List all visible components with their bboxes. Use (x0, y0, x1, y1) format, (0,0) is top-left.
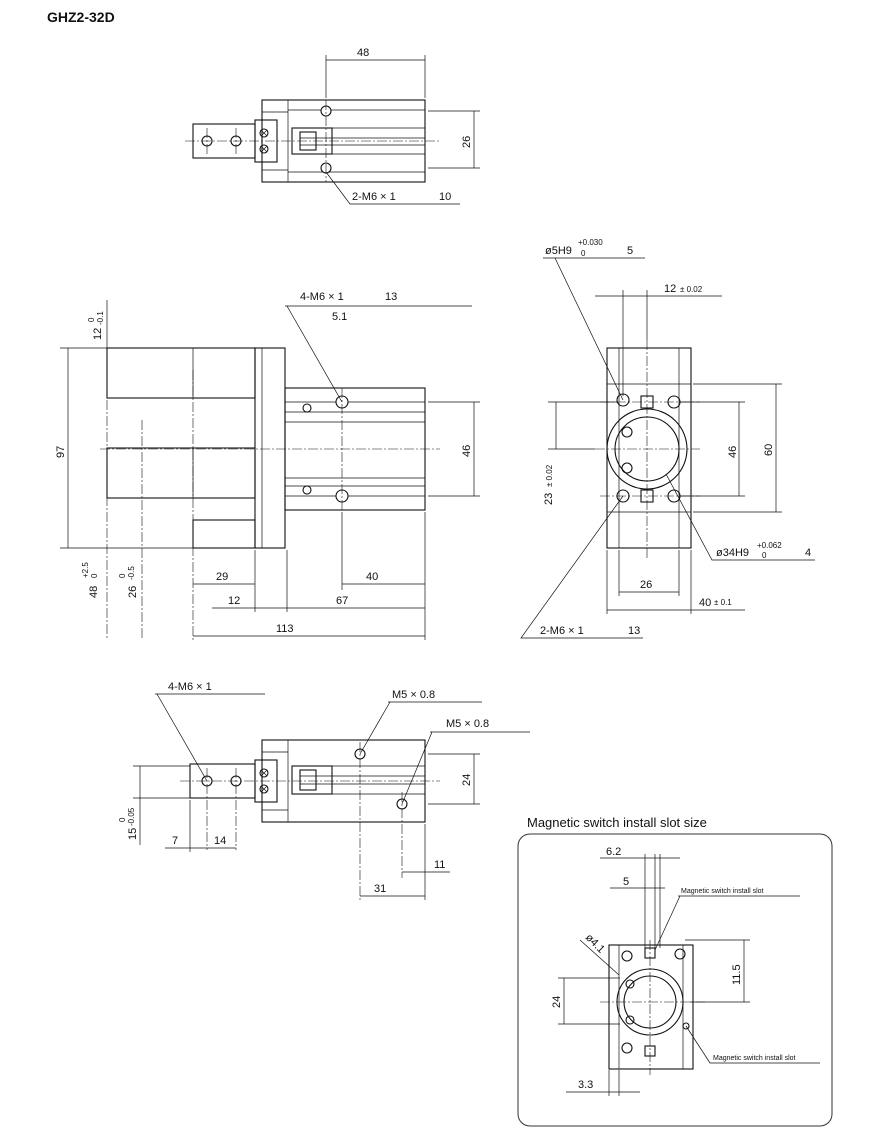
side-dim-12-tol: ± 0.02 (680, 285, 703, 294)
switch-dim-4-1: ø4.1 (583, 932, 607, 956)
side-dim-46: 46 (727, 446, 739, 458)
side-pin-depth: 5 (627, 245, 633, 257)
side-thread-label: 2-M6 × 1 (540, 625, 584, 637)
page-title: GHZ2-32D (47, 9, 115, 25)
front-dim-12: 12 (92, 328, 104, 340)
switch-dim-3-3: 3.3 (578, 1079, 593, 1091)
front-dim-12b: 12 (228, 595, 240, 607)
side-bore-tol-lower: 0 (762, 551, 767, 560)
side-dim-26: 26 (640, 579, 652, 591)
front-dim-26-tol-upper: 0 (118, 573, 127, 578)
switch-section-title: Magnetic switch install slot size (527, 815, 707, 830)
front-dim-48-tol-upper: +2.5 (81, 562, 90, 578)
bottom-dim-15: 15 (127, 828, 139, 840)
bottom-dim-7: 7 (172, 835, 178, 847)
top-thread-depth: 10 (439, 191, 451, 203)
front-dim-97: 97 (55, 446, 67, 458)
top-dim-48: 48 (357, 47, 369, 59)
side-bore-tol-upper: +0.062 (757, 541, 782, 550)
side-pin-tol-upper: +0.030 (578, 238, 603, 247)
front-dim-67: 67 (336, 595, 348, 607)
top-view: 48 26 2-M6 × 1 10 (185, 47, 480, 205)
bottom-dim-31: 31 (374, 883, 386, 895)
side-thread-depth: 13 (628, 625, 640, 637)
front-dim-48-tol-lower: 0 (90, 573, 99, 578)
front-dim-40: 40 (366, 571, 378, 583)
side-pin-tol-lower: 0 (581, 249, 586, 258)
front-dim-46: 46 (461, 445, 473, 457)
switch-dim-5: 5 (623, 876, 629, 888)
front-thread-depth: 13 (385, 291, 397, 303)
front-dim-113: 113 (276, 623, 294, 635)
bottom-dim-15-tol-upper: 0 (118, 817, 127, 822)
bottom-dim-15-tol-lower: -0.05 (127, 807, 136, 826)
front-view: 97 12 0 -0.1 48 +2.5 0 26 0 -0.5 46 4-M6… (55, 291, 480, 640)
bottom-port-1: M5 × 0.8 (392, 689, 435, 701)
switch-dim-24: 24 (551, 996, 563, 1008)
side-bore-depth: 4 (805, 547, 811, 559)
side-dim-60: 60 (763, 444, 775, 456)
bottom-view: 4-M6 × 1 M5 × 0.8 M5 × 0.8 24 15 0 -0.05… (118, 681, 530, 900)
top-dim-26: 26 (461, 136, 473, 148)
side-dim-40: 40 (699, 597, 711, 609)
bottom-dim-11: 11 (434, 859, 445, 871)
front-dim-12-tol-lower: -0.1 (96, 311, 105, 325)
side-bore: ø34H9 (716, 547, 749, 559)
switch-slot-label-2: Magnetic switch install slot (713, 1055, 796, 1062)
front-dim-26: 26 (127, 586, 139, 598)
switch-dim-11-5: 11.5 (731, 964, 743, 985)
front-dim-12-tol-upper: 0 (87, 317, 96, 322)
side-dim-12: 12 (664, 283, 676, 295)
front-dim-48: 48 (88, 586, 100, 598)
switch-slot-label-1: Magnetic switch install slot (681, 888, 764, 895)
bottom-port-2: M5 × 0.8 (446, 718, 489, 730)
side-view: ø5H9 +0.030 0 5 12 ± 0.02 23 ± 0.02 46 6… (520, 238, 815, 639)
side-dim-23: 23 (543, 493, 555, 505)
front-dim-29: 29 (216, 571, 228, 583)
bottom-dim-14: 14 (214, 835, 226, 847)
side-dim-40-tol: ± 0.1 (714, 598, 732, 607)
switch-slot-section: Magnetic switch install slot size 6.2 5 … (517, 815, 833, 1127)
side-pin-hole: ø5H9 (545, 245, 572, 257)
top-thread-label: 2-M6 × 1 (352, 191, 396, 203)
bottom-thread-label: 4-M6 × 1 (168, 681, 212, 693)
side-dim-23-tol: ± 0.02 (545, 464, 554, 487)
front-thread-label: 4-M6 × 1 (300, 291, 344, 303)
front-counterbore: 5.1 (332, 311, 347, 323)
bottom-dim-24: 24 (461, 774, 473, 786)
front-dim-26-tol-lower: -0.5 (127, 566, 136, 580)
switch-dim-6-2: 6.2 (606, 846, 621, 858)
